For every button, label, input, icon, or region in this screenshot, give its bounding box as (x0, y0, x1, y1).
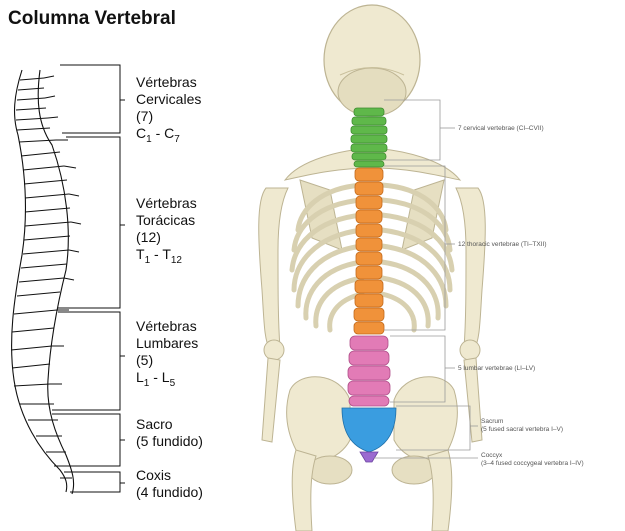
right-label-cervical: 7 cervical vertebrae (CI–CVII) (458, 125, 544, 133)
right-label-coccyx: Coccyx (3–4 fused coccygeal vertebra I–I… (481, 452, 584, 468)
vertebrae-thoracic (354, 168, 384, 334)
right-label-coccyx-line1: Coccyx (481, 452, 584, 460)
skull (324, 5, 420, 116)
vertebrae-cervical (351, 108, 387, 167)
coccyx-bone (360, 452, 378, 462)
sacrum-bone (342, 408, 396, 452)
right-label-sacrum-line2: (5 fused sacral vertebra I–V) (481, 426, 563, 434)
right-label-thoracic: 12 thoracic vertebrae (TI–TXII) (458, 241, 547, 249)
right-label-sacrum-line1: Sacrum (481, 418, 563, 426)
right-label-lumbar: 5 lumbar vertebrae (LI–LV) (458, 365, 535, 373)
right-label-sacrum: Sacrum (5 fused sacral vertebra I–V) (481, 418, 563, 434)
right-label-coccyx-line2: (3–4 fused coccygeal vertebra I–IV) (481, 460, 584, 468)
vertebrae-lumbar (348, 336, 390, 406)
